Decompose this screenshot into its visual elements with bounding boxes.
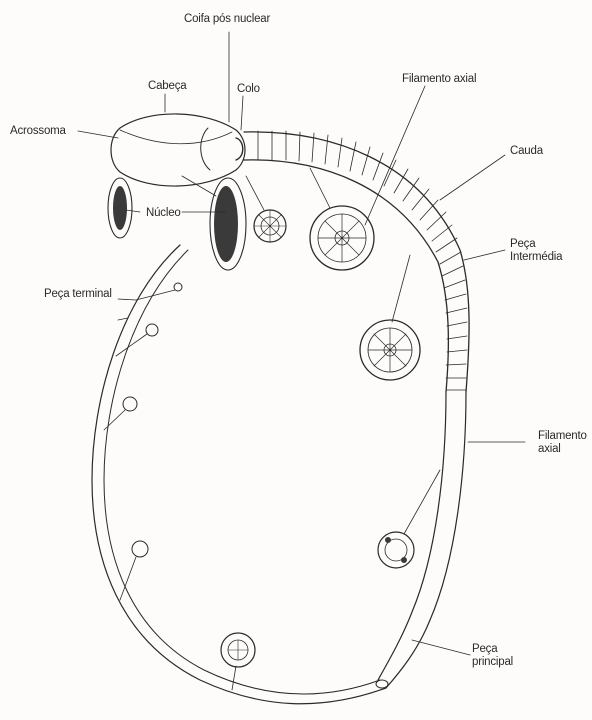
label-peca-principal-line2: principal [472, 656, 513, 669]
terminal-cross-sections [123, 283, 182, 557]
label-filamento-axial-right: Filamento axial [538, 430, 587, 456]
leader-lines [78, 32, 525, 690]
cross-section-midpiece-lower [360, 320, 420, 380]
cross-section-bottom [221, 633, 255, 667]
label-cauda: Cauda [510, 145, 543, 158]
label-filamento-axial-right-line2: axial [538, 443, 587, 456]
sperm-neck [236, 138, 243, 160]
label-acrossoma: Acrossoma [10, 125, 66, 138]
nucleus-sections [108, 178, 246, 270]
label-colo: Colo [237, 83, 260, 96]
label-peca-principal-line1: Peça [472, 643, 513, 656]
cross-section-midpiece-top [310, 206, 374, 270]
label-peca-intermedia-line2: Intermédia [510, 251, 562, 264]
cross-section-neck [254, 210, 286, 242]
label-filamento-axial-right-line1: Filamento [538, 430, 587, 443]
label-cabeca: Cabeça [148, 80, 186, 93]
label-coifa-pos-nuclear: Coifa pós nuclear [184, 13, 270, 26]
sperm-midpiece [244, 131, 469, 392]
sperm-head [111, 114, 245, 186]
label-peca-intermedia: Peça Intermédia [510, 238, 562, 264]
label-nucleo: Núcleo [146, 207, 181, 220]
label-peca-principal: Peça principal [472, 643, 513, 669]
label-peca-terminal: Peça terminal [44, 288, 112, 301]
label-filamento-axial-top: Filamento axial [402, 73, 476, 86]
cross-section-principal [378, 532, 414, 568]
label-peca-intermedia-line1: Peça [510, 238, 562, 251]
sperm-terminal-piece [92, 245, 386, 704]
